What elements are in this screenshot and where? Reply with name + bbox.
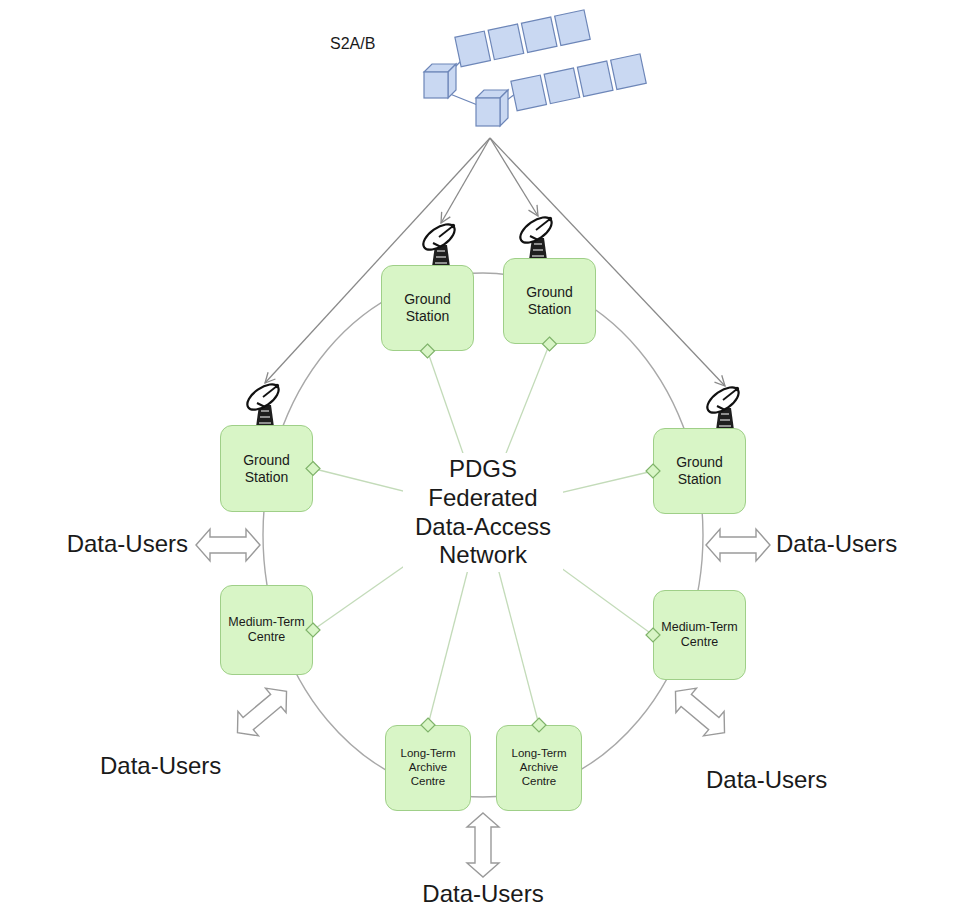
satellite-label-area: S2A/B xyxy=(318,12,648,53)
station-box: Ground Station xyxy=(503,258,596,344)
data-users-arrow xyxy=(227,679,297,745)
satellite-node: S2A/B xyxy=(318,12,648,138)
centre-box: Medium-Term Centre xyxy=(220,585,313,675)
archive-name: Long-Term Archive Centre xyxy=(502,747,576,788)
antenna-icon xyxy=(516,212,556,260)
data-users-arrow xyxy=(706,529,770,561)
network-ring xyxy=(263,273,703,797)
archive-box: Long-Term Archive Centre xyxy=(385,725,471,811)
archive-box: Long-Term Archive Centre xyxy=(496,725,582,811)
port-diamond xyxy=(532,718,546,732)
station-name: Ground Station xyxy=(659,454,740,488)
antenna-icon xyxy=(243,379,283,427)
data-users-label: Data-Users xyxy=(100,752,270,781)
station-box: Ground Station xyxy=(220,425,313,512)
ground-station-node: Ground Station xyxy=(381,223,474,351)
port-diamond xyxy=(543,337,557,351)
downlink-arrow xyxy=(265,138,490,383)
archive-node: Long-Term Archive Centre xyxy=(496,725,582,811)
network-spokes xyxy=(313,344,653,725)
archive-node: Long-Term Archive Centre xyxy=(385,725,471,811)
ground-station-node: Ground Station xyxy=(503,216,596,344)
antenna-icon xyxy=(419,219,459,267)
station-name: Ground Station xyxy=(387,291,468,325)
satellite-name: S2A/B xyxy=(330,34,375,53)
satellite-body xyxy=(476,90,508,126)
archive-name: Long-Term Archive Centre xyxy=(391,747,465,788)
centre-node: Medium-Term Centre xyxy=(220,585,313,675)
solar-panel xyxy=(455,10,590,67)
downlink-arrow xyxy=(441,138,490,223)
downlink-arrow xyxy=(490,138,725,386)
station-name: Ground Station xyxy=(226,452,307,486)
solar-panel xyxy=(511,54,646,111)
data-users-arrow xyxy=(467,813,499,877)
data-users-arrow xyxy=(665,679,735,745)
centre-box: Medium-Term Centre xyxy=(653,590,746,680)
network-title: PDGS Federated Data-Access Network xyxy=(403,453,563,572)
ground-station-node: Ground Station xyxy=(653,386,746,514)
antenna-icon xyxy=(703,382,743,430)
port-diamond xyxy=(646,628,660,642)
station-name: Ground Station xyxy=(509,284,590,318)
port-diamond xyxy=(306,623,320,637)
port-diamond xyxy=(646,464,660,478)
data-users-label: Data-Users xyxy=(776,530,956,559)
satellite-icon xyxy=(424,10,646,126)
data-users-label: Data-Users xyxy=(706,766,906,795)
data-users-arrow xyxy=(196,529,260,561)
data-users-label: Data-Users xyxy=(383,880,583,909)
downlink-arrow xyxy=(490,138,538,216)
ground-station-node: Ground Station xyxy=(220,383,313,512)
data-users-label: Data-Users xyxy=(10,530,188,559)
centre-node: Medium-Term Centre xyxy=(653,590,746,680)
port-diamond xyxy=(421,344,435,358)
port-diamond xyxy=(306,462,320,476)
centre-name: Medium-Term Centre xyxy=(659,620,740,650)
station-box: Ground Station xyxy=(653,428,746,514)
port-diamond xyxy=(421,718,435,732)
satellite-body xyxy=(424,64,456,98)
station-box: Ground Station xyxy=(381,265,474,351)
centre-name: Medium-Term Centre xyxy=(226,615,307,645)
